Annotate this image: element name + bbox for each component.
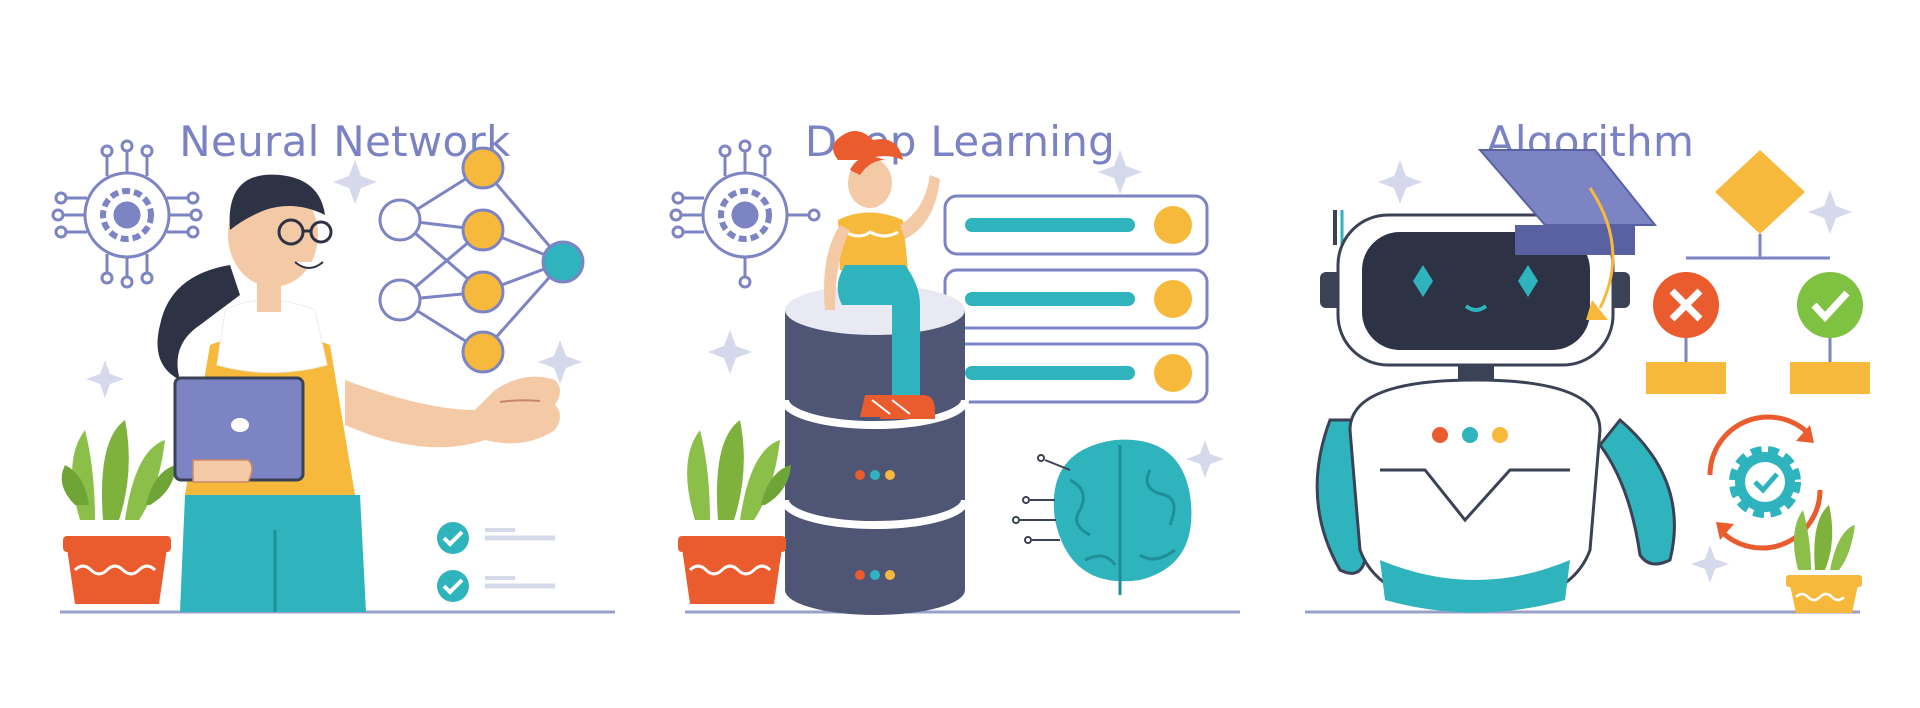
deep-learning-illustration (669, 131, 1240, 615)
sparkle-icon (86, 160, 582, 398)
input-node (378, 198, 422, 242)
decision-flowchart-icon (1646, 150, 1870, 394)
algorithm-illustration (1305, 149, 1870, 614)
panel-title: Neural Network (179, 116, 511, 166)
sparkle-icon (1378, 160, 1852, 583)
woman-sitting-character (824, 131, 940, 419)
woman-character (157, 174, 560, 612)
neural-network-diagram (378, 146, 585, 374)
server-bars-icon (943, 194, 1209, 404)
panel-algorithm: Algorithm (1290, 0, 1890, 708)
hidden-node (461, 146, 505, 190)
check-icon (1797, 272, 1863, 338)
gear-refresh-icon (1707, 414, 1823, 551)
output-node (541, 240, 585, 284)
potted-plant-icon (61, 420, 176, 604)
panel-deep-learning: Deep Learning (660, 0, 1260, 708)
brain-circuit-icon (1012, 439, 1192, 595)
hidden-node (461, 330, 505, 374)
sparkle-icon (708, 150, 1224, 478)
robot-character (1315, 210, 1676, 613)
gear-circuit-icon (669, 139, 821, 289)
potted-plant-icon (678, 420, 791, 604)
graduation-cap-icon (1477, 149, 1658, 320)
potted-plant-icon (1786, 505, 1862, 613)
hidden-node (461, 270, 505, 314)
neural-network-illustration (51, 139, 615, 614)
panel-neural-network: Neural Network (45, 0, 645, 708)
checklist-icon (437, 522, 555, 602)
hidden-node (461, 208, 505, 252)
gear-circuit-icon (51, 139, 203, 289)
database-icon (781, 285, 969, 615)
input-node (378, 278, 422, 322)
